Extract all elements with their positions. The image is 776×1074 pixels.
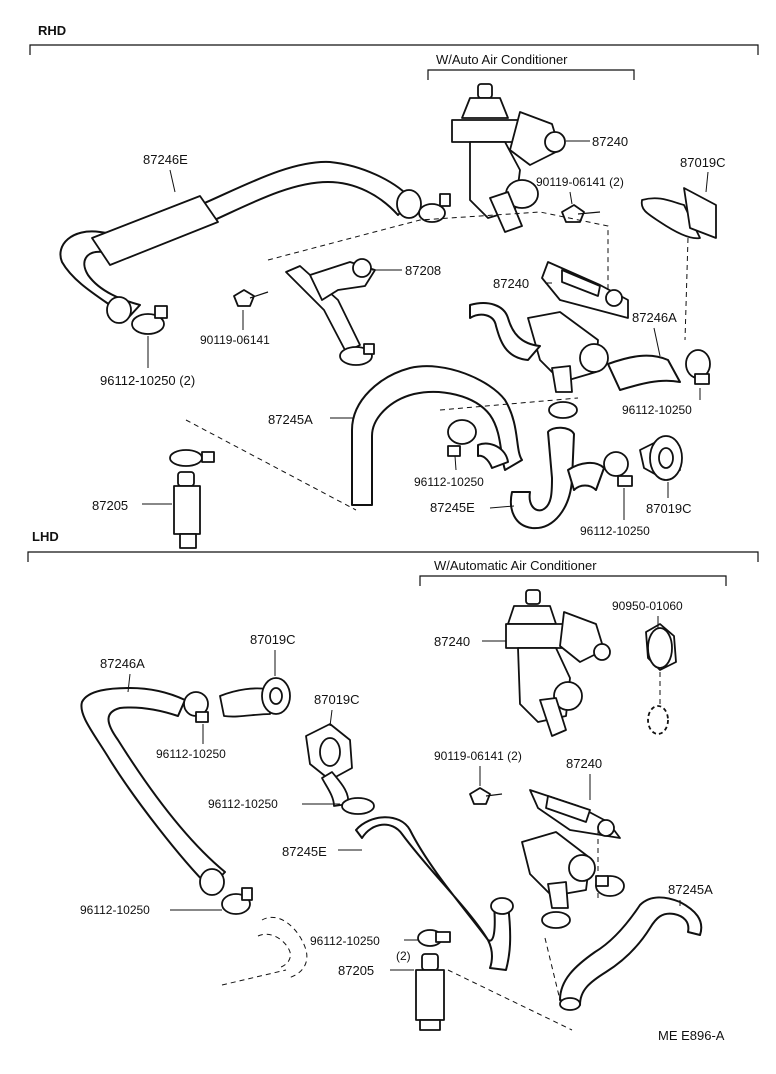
lhd-grommet-87019C-b — [305, 723, 353, 807]
lhd-label-87245A: 87245A — [668, 882, 713, 897]
lhd-joint-87205 — [415, 953, 445, 1031]
rhd-label-90119-06141-2: 90119-06141 (2) — [536, 175, 624, 189]
rhd-clamp-upper-left — [418, 193, 451, 223]
rhd-label-87240-mid: 87240 — [493, 276, 529, 291]
rhd-grommet-87019C-right — [640, 187, 717, 240]
lhd-hose-87246A — [80, 687, 226, 896]
rhd-label-87246A: 87246A — [632, 310, 677, 325]
lhd-label-87019C-a: 87019C — [250, 632, 296, 647]
rhd-pipe-87208 — [285, 258, 376, 353]
lhd-grommet-87019C-a — [219, 677, 291, 718]
rhd-label-96112-10250-bottom: 96112-10250 — [580, 524, 650, 538]
rhd-water-valve-mid — [527, 261, 629, 393]
rhd-label-87246E: 87246E — [143, 152, 188, 167]
lhd-section-bracket — [27, 551, 759, 562]
lhd-clamp-d — [417, 929, 451, 947]
lhd-section-title: LHD — [32, 529, 59, 544]
lhd-label-90119-06141-2: 90119-06141 (2) — [434, 749, 522, 763]
rhd-section-title: RHD — [38, 23, 66, 38]
lhd-group-bracket — [419, 575, 727, 586]
rhd-clamp-87205 — [169, 449, 215, 467]
rhd-bolt-upper — [561, 204, 601, 223]
lhd-grommet-90950-01060 — [645, 623, 677, 735]
lhd-label-96112-10250-a: 96112-10250 — [156, 747, 226, 761]
rhd-clamp-valve-outlet — [548, 401, 578, 419]
rhd-label-87245E: 87245E — [430, 500, 475, 515]
rhd-label-96112-10250-2: 96112-10250 (2) — [100, 373, 195, 388]
rhd-clamp-center — [447, 419, 477, 457]
rhd-clamp-mid — [339, 343, 375, 366]
lhd-hose-stub-dashed — [221, 916, 308, 986]
rhd-label-90119-06141: 90119-06141 — [200, 333, 270, 347]
lhd-water-valve-top — [505, 589, 611, 737]
rhd-label-87240-top: 87240 — [592, 134, 628, 149]
rhd-hose-87245E — [510, 426, 605, 530]
lhd-label-87245E: 87245E — [282, 844, 327, 859]
rhd-bolt-mid — [233, 289, 269, 307]
rhd-clamp-bottom — [603, 451, 633, 487]
lhd-label-96112-10250-b: 96112-10250 — [208, 797, 278, 811]
rhd-grommet-87019C-bottom — [639, 435, 683, 481]
rhd-hose-87246E — [59, 160, 422, 324]
figure-code: ME E896-A — [658, 1028, 725, 1043]
lhd-label-87205: 87205 — [338, 963, 374, 978]
lhd-hose-87245A — [559, 896, 703, 1011]
lhd-label-87019C-b: 87019C — [314, 692, 360, 707]
lhd-group-title: W/Automatic Air Conditioner — [434, 558, 597, 573]
rhd-clamp-right — [685, 349, 711, 385]
lhd-clamp-b — [341, 797, 375, 815]
lhd-label-96112-10250-c: 96112-10250 — [80, 903, 150, 917]
lhd-clamp-e — [595, 875, 625, 897]
rhd-label-87205: 87205 — [92, 498, 128, 513]
lhd-label-96112-10250-d: 96112-10250 — [310, 934, 380, 948]
rhd-label-87019C-bottom: 87019C — [646, 501, 692, 516]
rhd-group-title: W/Auto Air Conditioner — [436, 52, 568, 67]
rhd-group-bracket — [427, 69, 635, 80]
rhd-label-87019C-right: 87019C — [680, 155, 726, 170]
rhd-label-96112-10250-center: 96112-10250 — [414, 475, 484, 489]
lhd-label-87246A: 87246A — [100, 656, 145, 671]
rhd-hose-87245A — [351, 365, 523, 506]
lhd-bolt — [469, 787, 503, 805]
rhd-label-87208: 87208 — [405, 263, 441, 278]
rhd-label-87245A: 87245A — [268, 412, 313, 427]
lhd-label-qty-2: (2) — [396, 949, 411, 963]
lhd-clamp-f — [541, 911, 571, 929]
lhd-label-90950-01060: 90950-01060 — [612, 599, 683, 613]
lhd-clamp-a — [183, 691, 209, 723]
rhd-label-96112-10250-right: 96112-10250 — [622, 403, 692, 417]
rhd-section-bracket — [29, 44, 759, 55]
rhd-water-valve-top — [451, 83, 566, 233]
lhd-label-87240-bottom: 87240 — [566, 756, 602, 771]
rhd-hose-87246A — [469, 302, 681, 391]
lhd-water-valve-bottom — [521, 789, 621, 909]
rhd-joint-87205 — [173, 471, 201, 549]
lhd-clamp-c — [221, 887, 253, 915]
lhd-label-87240-top: 87240 — [434, 634, 470, 649]
lhd-hose-87245E — [355, 816, 514, 971]
rhd-clamp-lower-left — [131, 305, 168, 335]
